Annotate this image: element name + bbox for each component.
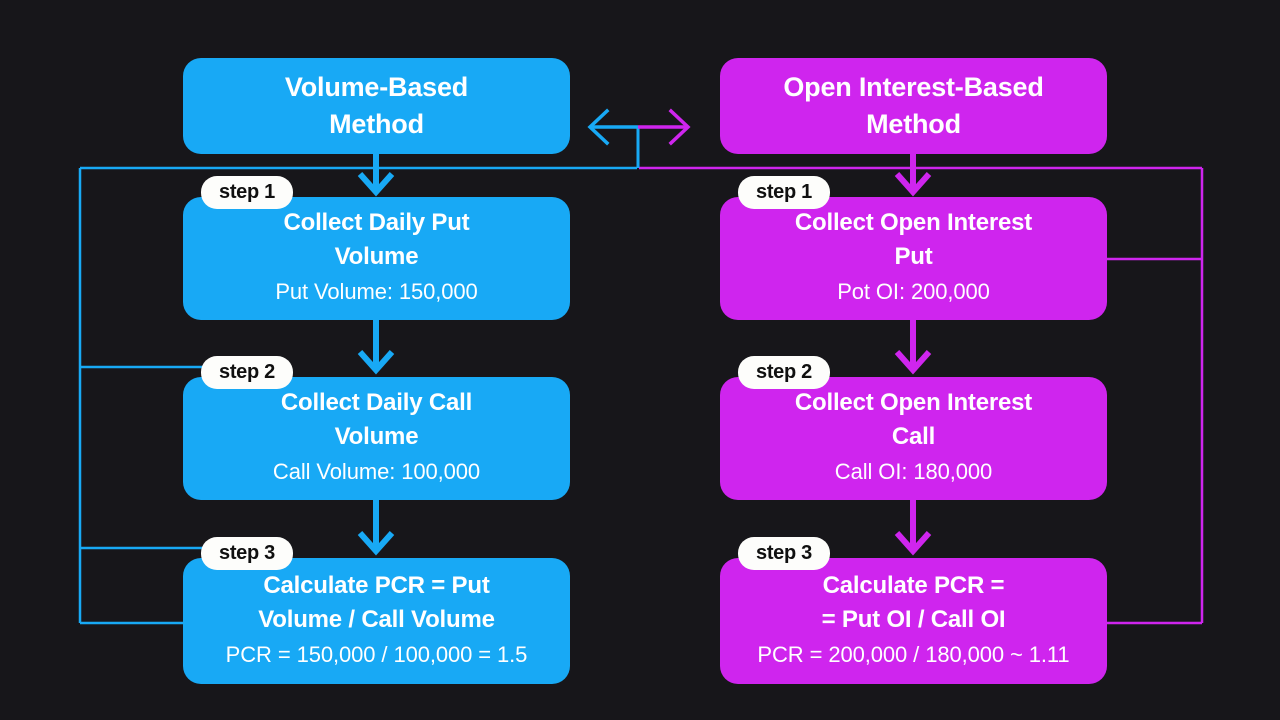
center-arrow-left-head	[587, 108, 610, 146]
step-left-2-title-line1: Collect Daily Call	[280, 389, 473, 417]
step-card-left-2[interactable]: Collect Daily Call Volume Call Volume: 1…	[183, 377, 570, 500]
header-left-line2: Method	[329, 109, 424, 139]
step-left-3-title-line2: Volume / Call Volume	[258, 605, 495, 633]
step-left-3-value: PCR = 150,000 / 100,000 = 1.5	[225, 641, 528, 667]
step-card-left-3[interactable]: Calculate PCR = Put Volume / Call Volume…	[183, 558, 570, 684]
step-right-2-title-line1: Collect Open Interest	[794, 389, 1033, 417]
step-card-right-1[interactable]: Collect Open Interest Put Pot OI: 200,00…	[720, 197, 1107, 320]
step-left-3-title-line1: Calculate PCR = Put	[263, 571, 490, 599]
flow-arrow-left-step2-to-step3	[357, 500, 395, 556]
step-left-1-value: Put Volume: 150,000	[275, 279, 478, 305]
flow-arrow-right-header-to-step1	[894, 154, 932, 197]
step-badge-right-2: step 2	[738, 356, 831, 389]
header-card-volume-based[interactable]: Volume-Based Method	[183, 58, 570, 154]
step-right-3-title-line1: Calculate PCR =	[822, 571, 1005, 599]
flow-arrow-right-step2-to-step3	[894, 500, 932, 556]
step-badge-right-1: step 1	[738, 176, 831, 209]
step-badge-left-1: step 1	[201, 176, 294, 209]
flow-arrow-right-step1-to-step2	[894, 320, 932, 375]
step-right-1-title-line1: Collect Open Interest	[794, 209, 1033, 237]
step-left-1-title-line1: Collect Daily Put	[283, 209, 470, 237]
center-arrow-right-head	[668, 108, 691, 146]
header-right-line1: Open Interest-Based	[783, 71, 1044, 102]
step-right-3-title-line2: = Put OI / Call OI	[821, 605, 1006, 633]
flow-arrow-left-header-to-step1	[357, 154, 395, 197]
step-left-2-value: Call Volume: 100,000	[272, 459, 481, 485]
step-card-right-2[interactable]: Collect Open Interest Call Call OI: 180,…	[720, 377, 1107, 500]
step-right-1-title-line2: Put	[894, 243, 933, 271]
step-badge-left-2: step 2	[201, 356, 294, 389]
step-badge-right-3: step 3	[738, 537, 831, 570]
step-badge-left-3: step 3	[201, 537, 294, 570]
step-card-right-3[interactable]: Calculate PCR = = Put OI / Call OI PCR =…	[720, 558, 1107, 684]
step-right-1-value: Pot OI: 200,000	[837, 279, 990, 305]
flow-arrow-left-step1-to-step2	[357, 320, 395, 375]
step-right-3-value: PCR = 200,000 / 180,000 ~ 1.11	[757, 641, 1070, 667]
header-card-open-interest-based[interactable]: Open Interest-Based Method	[720, 58, 1107, 154]
step-card-left-1[interactable]: Collect Daily Put Volume Put Volume: 150…	[183, 197, 570, 320]
header-right-line2: Method	[866, 109, 961, 139]
step-left-1-title-line2: Volume	[334, 243, 419, 271]
header-left-line1: Volume-Based	[284, 71, 469, 102]
step-left-2-title-line2: Volume	[334, 423, 419, 451]
step-right-2-title-line2: Call	[891, 423, 936, 451]
step-right-2-value: Call OI: 180,000	[834, 459, 993, 485]
